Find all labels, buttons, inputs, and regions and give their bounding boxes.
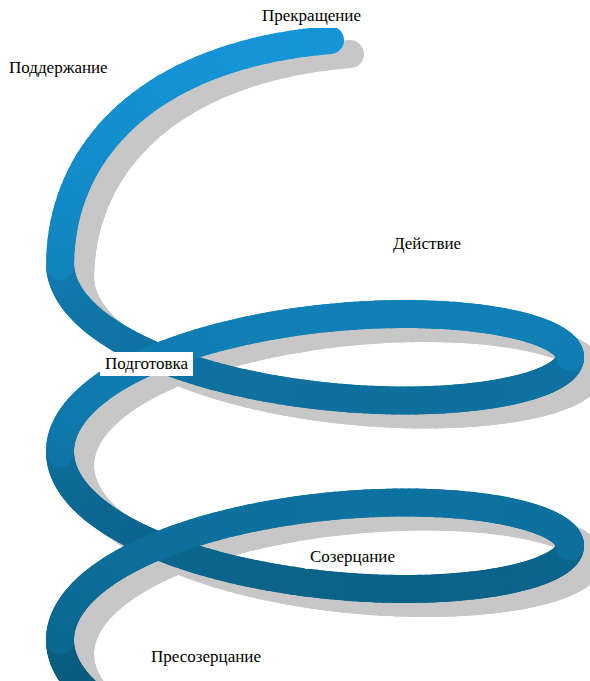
stage-label: Подготовка (100, 352, 193, 376)
spiral-ribbon (60, 40, 570, 681)
spiral-shadow (80, 54, 590, 681)
stage-label: Действие (388, 232, 466, 256)
stage-label: Прекращение (257, 4, 366, 28)
stage-label: Пресозерцание (146, 645, 266, 669)
stage-label: Созерцание (305, 545, 400, 569)
ribbon-segment (309, 305, 317, 334)
ribbon-segment (317, 40, 330, 41)
ribbon-segment (312, 493, 320, 522)
stage-label: Поддержание (4, 56, 113, 80)
shadow-segment (337, 54, 350, 55)
